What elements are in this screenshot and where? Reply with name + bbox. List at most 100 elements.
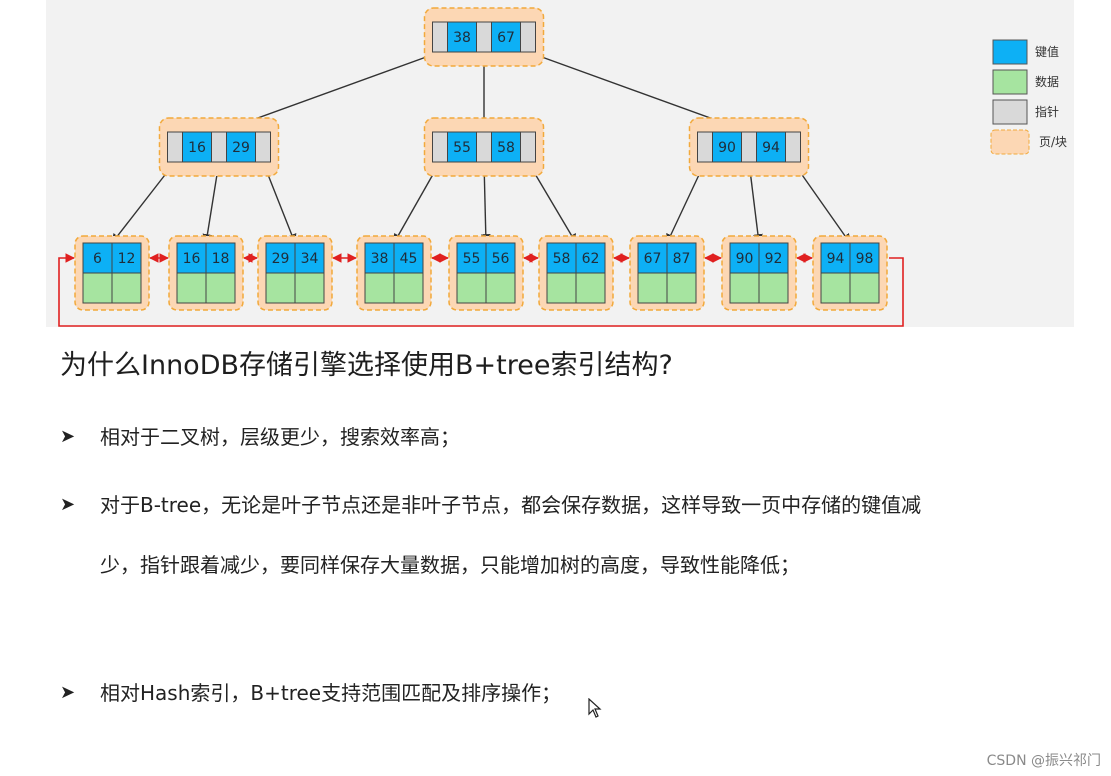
key-cell <box>637 242 668 274</box>
key-value: 38 <box>371 251 389 267</box>
data-cell <box>637 272 668 304</box>
leaf-wrap-link <box>58 253 904 327</box>
key-value: 90 <box>736 251 754 267</box>
bullet-point-1: ➤ 相对于二叉树，层级更少，搜索效率高； <box>60 407 940 467</box>
page-title: 为什么InnoDB存储引擎选择使用B+tree索引结构? <box>60 350 673 381</box>
pointer-cell <box>255 131 271 163</box>
pointer-cell <box>520 131 536 163</box>
key-cell <box>82 242 113 274</box>
pointer-cell <box>785 131 801 163</box>
pointer-cell <box>211 131 227 163</box>
data-cell <box>666 272 697 304</box>
key-value: 29 <box>232 140 250 156</box>
key-value: 92 <box>765 251 783 267</box>
key-value: 94 <box>762 140 780 156</box>
data-cell <box>393 272 424 304</box>
key-value: 87 <box>673 251 691 267</box>
data-cell <box>546 272 577 304</box>
key-cell <box>756 131 786 163</box>
key-value: 12 <box>118 251 136 267</box>
key-cell <box>294 242 325 274</box>
legend-label: 数据 <box>1035 74 1059 89</box>
bullet-point-text: 相对Hash索引，B+tree支持范围匹配及排序操作； <box>100 681 562 705</box>
legend-swatch <box>992 99 1028 125</box>
legend-item: 页/块 <box>990 129 1067 155</box>
watermark: CSDN @振兴祁门 <box>986 753 1101 769</box>
key-value: 94 <box>827 251 845 267</box>
legend-label: 指针 <box>1035 104 1059 119</box>
key-value: 16 <box>188 140 206 156</box>
bullet-point-3: ➤ 相对Hash索引，B+tree支持范围匹配及排序操作； <box>60 663 940 723</box>
leaf-node: 94 98 <box>812 235 888 311</box>
key-value: 6 <box>93 251 102 267</box>
tree-edge <box>792 161 851 244</box>
data-cell <box>729 272 760 304</box>
legend-swatch <box>992 39 1028 65</box>
leaf-node: 90 92 <box>721 235 797 311</box>
pointer-cell <box>520 21 536 53</box>
legend-item: 指针 <box>992 99 1059 125</box>
data-cell <box>111 272 142 304</box>
data-cell <box>265 272 296 304</box>
key-value: 55 <box>453 140 471 156</box>
pointer-cell <box>432 21 448 53</box>
bullet-point-2: ➤ 对于B-tree，无论是叶子节点还是非叶子节点，都会保存数据，这样导致一页中… <box>60 475 940 595</box>
pointer-cell <box>432 131 448 163</box>
key-cell <box>546 242 577 274</box>
key-value: 38 <box>453 30 471 46</box>
key-cell <box>491 21 521 53</box>
key-cell <box>205 242 236 274</box>
key-value: 18 <box>212 251 230 267</box>
key-value: 58 <box>553 251 571 267</box>
pointer-cell <box>741 131 757 163</box>
key-cell <box>182 131 212 163</box>
arrow-bullet-icon: ➤ <box>60 494 76 515</box>
key-cell <box>485 242 516 274</box>
key-value: 16 <box>183 251 201 267</box>
mouse-cursor-icon <box>588 698 602 718</box>
key-cell <box>666 242 697 274</box>
key-cell <box>758 242 789 274</box>
legend-item: 数据 <box>992 69 1059 95</box>
pointer-cell <box>167 131 183 163</box>
bullet-point-text: 相对于二叉树，层级更少，搜索效率高； <box>100 425 460 449</box>
legend-swatch <box>992 69 1028 95</box>
key-value: 62 <box>582 251 600 267</box>
legend-swatch <box>990 129 1030 155</box>
leaf-links <box>58 253 904 327</box>
key-value: 67 <box>497 30 515 46</box>
data-cell <box>205 272 236 304</box>
key-value: 34 <box>301 251 319 267</box>
bullet-point-text: 对于B-tree，无论是叶子节点还是非叶子节点，都会保存数据，这样导致一页中存储… <box>100 493 922 577</box>
pointer-cell <box>697 131 713 163</box>
leaf-node: 67 87 <box>629 235 705 311</box>
data-cell <box>849 272 880 304</box>
key-cell <box>111 242 142 274</box>
data-cell <box>176 272 207 304</box>
data-cell <box>456 272 487 304</box>
internal-node: 90 94 <box>688 117 810 177</box>
key-value: 45 <box>400 251 418 267</box>
key-cell <box>491 131 521 163</box>
leaf-node: 58 62 <box>538 235 614 311</box>
key-cell <box>447 131 477 163</box>
key-value: 98 <box>856 251 874 267</box>
legend-label: 键值 <box>1035 44 1059 59</box>
data-cell <box>294 272 325 304</box>
legend-item: 键值 <box>992 39 1059 65</box>
pointer-cell <box>476 21 492 53</box>
key-value: 56 <box>492 251 510 267</box>
leaf-node: 6 12 <box>74 235 150 311</box>
root-node: 38 67 <box>423 7 545 67</box>
key-value: 55 <box>463 251 481 267</box>
data-cell <box>758 272 789 304</box>
key-value: 90 <box>718 140 736 156</box>
key-value: 67 <box>644 251 662 267</box>
arrow-bullet-icon: ➤ <box>60 682 76 703</box>
